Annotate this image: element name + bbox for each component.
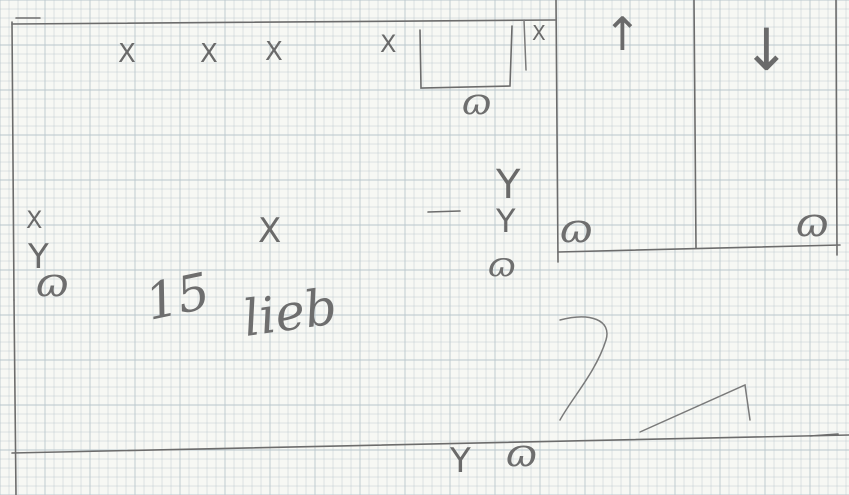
wave-symbol: ɷ xyxy=(560,206,593,252)
tall-stroke-right xyxy=(523,19,527,71)
cross-mark: X xyxy=(532,21,546,45)
wave-symbol: ɷ xyxy=(488,245,516,285)
cross-mark: X xyxy=(118,39,136,69)
arrow-down-icon: ↓ xyxy=(742,16,791,84)
divider-vertical-right xyxy=(693,0,697,249)
bottom-right-tick xyxy=(809,433,839,437)
curved-stroke xyxy=(559,316,608,421)
mid-wall-horizontal xyxy=(557,244,841,253)
bottom-left-corner xyxy=(13,299,17,495)
fork-symbol: Y xyxy=(449,441,471,481)
divider-vertical-left xyxy=(555,0,559,263)
arrow-up-icon: ↑ xyxy=(603,7,642,61)
cross-mark: X xyxy=(380,30,396,58)
bottom-wall xyxy=(11,434,849,454)
freehand-strokes xyxy=(523,19,751,433)
wave-symbol: ɷ xyxy=(462,82,492,123)
wave-symbol: ɷ xyxy=(506,431,537,475)
slanted-line xyxy=(639,383,751,433)
outer-top-wall xyxy=(11,19,556,25)
outer-left-wall xyxy=(11,21,15,301)
short-tick-mid xyxy=(427,210,461,213)
handwritten-number: 15 xyxy=(140,262,214,332)
wave-symbol: ɷ xyxy=(796,200,829,246)
right-wall xyxy=(835,0,838,256)
fork-symbol: Y xyxy=(27,237,49,277)
room-outlines xyxy=(11,0,849,495)
fork-symbol: Y xyxy=(495,162,521,208)
cross-mark: X xyxy=(258,211,281,251)
cross-mark: X xyxy=(200,39,218,69)
fork-symbol: Y xyxy=(495,202,516,240)
niche-outline xyxy=(419,25,513,89)
cross-mark: X xyxy=(265,37,283,67)
cross-mark: X xyxy=(26,206,42,234)
handwritten-note: lieb xyxy=(240,277,341,347)
wave-symbol: ɷ xyxy=(36,260,69,306)
